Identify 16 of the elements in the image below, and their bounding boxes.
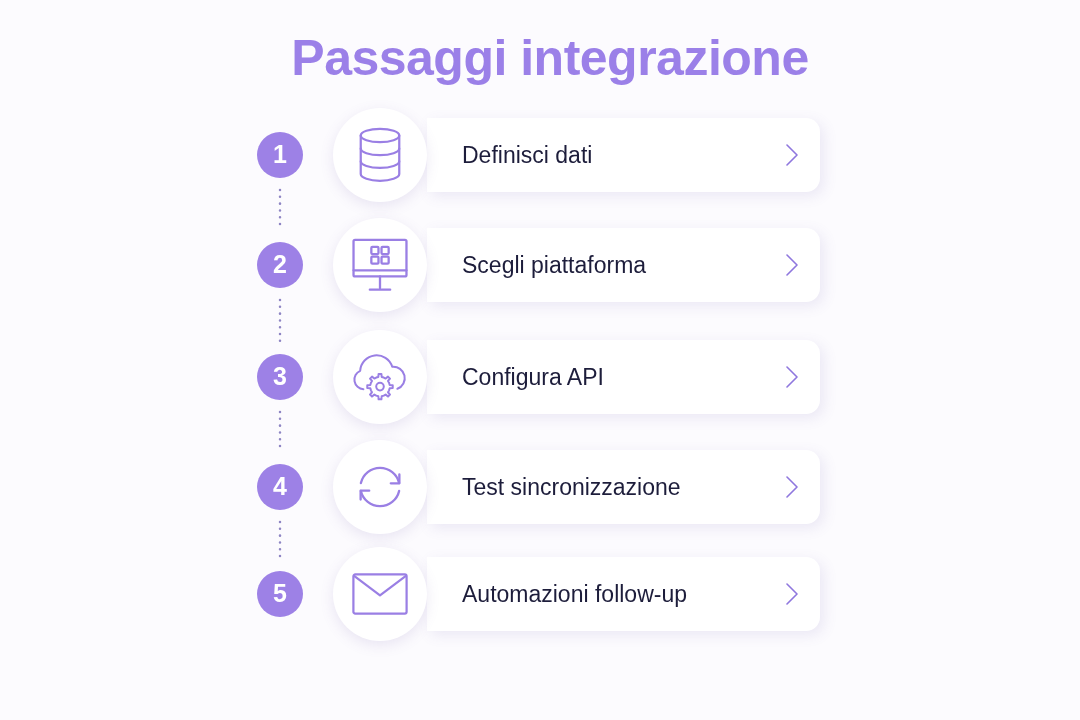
step-card xyxy=(427,557,820,631)
step-label: Configura API xyxy=(462,362,604,392)
step-number: 3 xyxy=(257,354,303,400)
step-card xyxy=(427,450,820,524)
step-card xyxy=(427,118,820,192)
step-label: Definisci dati xyxy=(462,140,593,170)
title: Passaggi integrazione xyxy=(290,29,810,88)
step-number: 5 xyxy=(257,571,303,617)
step-label: Scegli piattaforma xyxy=(462,250,647,280)
step-card xyxy=(427,340,820,414)
step-number: 1 xyxy=(257,132,303,178)
step-number: 4 xyxy=(257,464,303,510)
step-card xyxy=(427,228,820,302)
step-number: 2 xyxy=(257,242,303,288)
step-label: Automazioni follow-up xyxy=(462,579,687,609)
step-label: Test sincronizzazione xyxy=(462,472,681,502)
